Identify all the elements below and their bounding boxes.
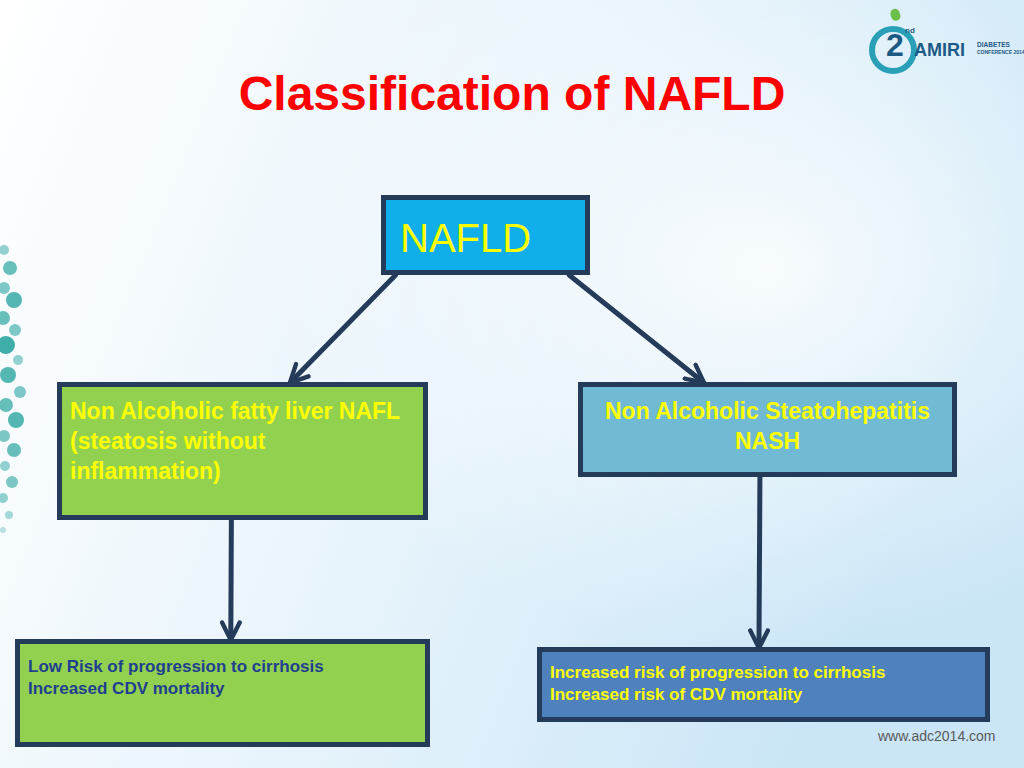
node-label: Non Alcoholic Steatohepatitis NASH: [591, 397, 944, 457]
website-url: www.adc2014.com: [878, 729, 996, 743]
logo-number: 2: [886, 29, 904, 61]
logo-subtitle: DIABETES: [977, 42, 1010, 49]
node-label: Increased CDV mortality: [28, 678, 417, 700]
root-box: NAFLD: [381, 195, 590, 275]
logo-subtitle: CONFERENCE 2014: [977, 50, 1024, 55]
logo-name: AMIRI: [914, 41, 965, 59]
arrow-connector: [228, 520, 234, 639]
arrow-connector: [291, 275, 396, 382]
outcome-box: Increased risk of progression to cirrhos…: [537, 647, 990, 722]
category-box: Non Alcoholic Steatohepatitis NASH: [578, 382, 957, 477]
arrow-connector: [756, 477, 762, 647]
node-label: Increased risk of progression to cirrhos…: [550, 662, 977, 684]
logo-ring: [872, 29, 914, 71]
node-label: Increased risk of CDV mortality: [550, 684, 977, 706]
node-label: NAFLD: [400, 212, 571, 264]
dot-decoration: [0, 245, 26, 533]
category-box: Non Alcoholic fatty liver NAFL (steatosi…: [57, 382, 428, 520]
logo-leaf: [890, 9, 900, 21]
outcome-box: Low Risk of progression to cirrhosisIncr…: [15, 639, 430, 747]
node-label: Non Alcoholic fatty liver NAFL (steatosi…: [70, 397, 415, 487]
conference-logo: [872, 9, 914, 71]
logo-suffix: nd: [905, 27, 915, 35]
slide-title: Classification of NAFLD: [0, 66, 1024, 121]
arrow-connector: [569, 275, 703, 382]
node-label: Low Risk of progression to cirrhosis: [28, 656, 417, 678]
